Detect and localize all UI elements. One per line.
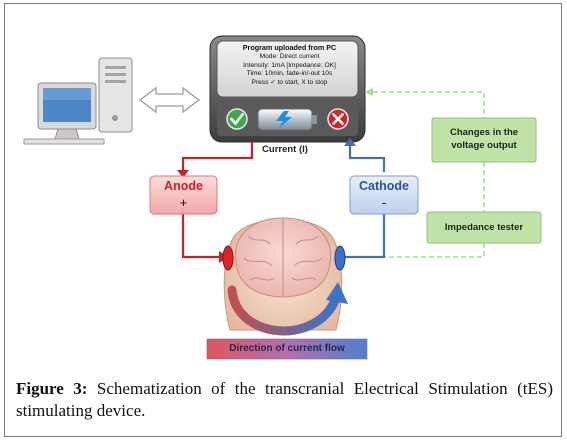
anode-label: Anode <box>164 179 203 193</box>
caption-label: Figure 3: <box>16 379 88 398</box>
anode-wire <box>181 142 254 259</box>
battery-icon <box>257 108 317 131</box>
screen-line-2: Mode: Direct current <box>259 52 320 60</box>
anode-electrode <box>222 245 234 271</box>
anode-wire-arrowhead <box>177 170 189 178</box>
cathode-box <box>349 175 419 215</box>
cathode-wire-arrowhead <box>344 138 356 146</box>
voltage-box <box>431 117 537 163</box>
feedback-arrowhead <box>365 88 373 96</box>
flow-label: Direction of current flow <box>229 343 345 354</box>
device-screen-text: Program uploaded from PC Mode: Direct cu… <box>222 43 357 88</box>
flow-bar <box>206 338 368 360</box>
anode-box <box>149 175 218 215</box>
head-illustration <box>223 217 343 331</box>
screen-line-3: Intensity: 1mA [Impedance: OK] <box>243 61 336 69</box>
cathode-electrode <box>334 245 346 271</box>
cathode-wire <box>345 142 386 259</box>
stimulation-device <box>209 35 366 143</box>
screen-line-1: Program uploaded from PC <box>242 43 337 52</box>
impedance-box <box>426 211 542 244</box>
feedback-path <box>345 91 485 258</box>
check-icon[interactable] <box>226 108 248 130</box>
caption-text: Schematization of the transcranial Elect… <box>16 379 553 420</box>
computer-icon <box>23 57 133 145</box>
close-icon[interactable] <box>327 108 349 130</box>
data-transfer-arrow <box>139 86 200 114</box>
screen-line-4: Time: 10min, fade-in/-out 10s <box>246 70 333 78</box>
screen-line-5: Press ✓ to start, X to stop <box>251 79 328 87</box>
cathode-sign: - <box>381 195 387 210</box>
anode-sign: + <box>179 195 188 210</box>
figure-caption: Figure 3: Schematization of the transcra… <box>16 378 553 422</box>
voltage-label-line1: Changes in the <box>449 127 519 138</box>
current-label: Current (I) <box>262 144 308 155</box>
cathode-label: Cathode <box>359 179 409 193</box>
voltage-label-line2: voltage output <box>451 140 517 151</box>
impedance-label: Impedance tester <box>444 222 524 233</box>
current-flow-arrow <box>227 282 348 336</box>
